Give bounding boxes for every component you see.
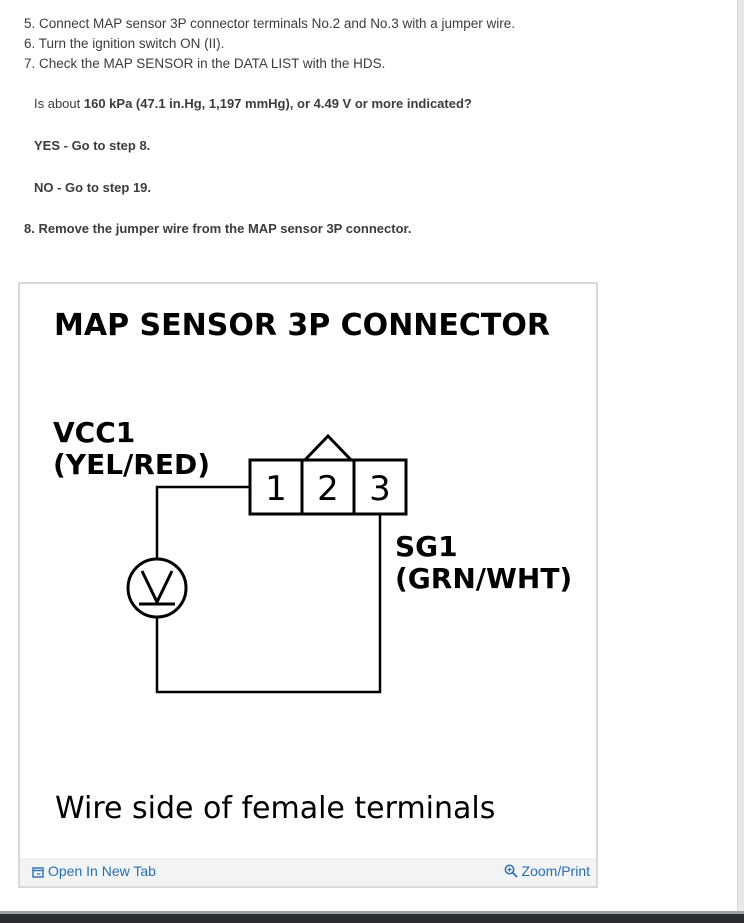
page-scrollbar[interactable] (737, 0, 744, 923)
diagram-caption: Wire side of female terminals (55, 791, 495, 826)
vcc-wire-color: (YEL/RED) (53, 448, 210, 481)
figure-footer: Open In New Tab Zoom/Print (20, 858, 596, 886)
step-6: 6. Turn the ignition switch ON (II). (24, 36, 225, 51)
step-7: 7. Check the MAP SENSOR in the DATA LIST… (24, 56, 386, 71)
terminal-2-label: 2 (317, 469, 339, 509)
connector-diagram: MAP SENSOR 3P CONNECTOR VCC1 (YEL/RED) 1… (53, 308, 572, 826)
zoom-icon (504, 864, 518, 878)
instruction-steps: 5. Connect MAP sensor 3P connector termi… (24, 14, 724, 74)
voltmeter-icon (126, 557, 188, 619)
new-tab-icon (32, 867, 44, 878)
yes-answer: YES - Go to step 8. (34, 138, 151, 153)
open-in-new-tab-label: Open In New Tab (48, 863, 156, 879)
step-8: 8. Remove the jumper wire from the MAP s… (24, 221, 412, 236)
sg-label: SG1 (395, 530, 458, 563)
question-value: 160 kPa (47.1 in.Hg, 1,197 mmHg), or 4.4… (83, 96, 472, 111)
zoom-print-link[interactable]: Zoom/Print (504, 863, 590, 879)
question-prefix: Is about (34, 96, 84, 111)
connector-figure: MAP SENSOR 3P CONNECTOR VCC1 (YEL/RED) 1… (18, 282, 598, 888)
open-in-new-tab-link[interactable]: Open In New Tab (32, 863, 156, 879)
vcc-wire (155, 485, 250, 562)
terminal-3-label: 3 (369, 469, 391, 509)
sg-wire (155, 514, 382, 694)
diagram-title: MAP SENSOR 3P CONNECTOR (54, 308, 550, 343)
window-bottom-edge (0, 911, 744, 923)
check-question: Is about 160 kPa (47.1 in.Hg, 1,197 mmHg… (34, 96, 472, 111)
connector-housing (248, 433, 408, 516)
no-answer: NO - Go to step 19. (34, 180, 152, 195)
zoom-print-label: Zoom/Print (521, 863, 590, 879)
vcc-label: VCC1 (53, 416, 135, 449)
step-5: 5. Connect MAP sensor 3P connector termi… (24, 16, 515, 31)
sg-wire-color: (GRN/WHT) (395, 562, 572, 595)
terminal-1-label: 1 (265, 469, 287, 509)
